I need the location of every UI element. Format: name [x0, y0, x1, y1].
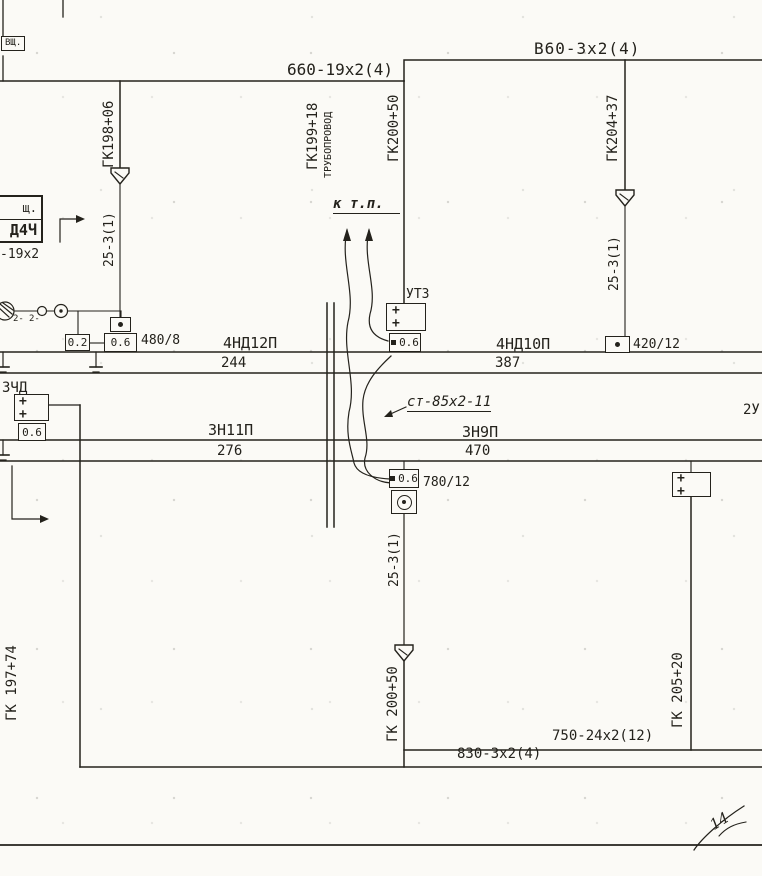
- left-edge-lines: [2, 0, 64, 82]
- panel-tag-box: ВЩ.: [1, 36, 26, 51]
- contact-box-480: [110, 317, 131, 332]
- pipe2-left-number: 276: [217, 443, 243, 459]
- km-label-gk200-top: ГК200+50: [386, 94, 402, 162]
- road-crossing-lines: [326, 302, 335, 528]
- km-label-gk199: ГК199+18: [305, 102, 321, 170]
- battery-box-utz: + +: [386, 303, 426, 331]
- pipe1-left-name: 4НД12П: [223, 334, 278, 352]
- pipe1-right-number: 387: [495, 355, 521, 371]
- pipe2-right-name: ЗН9П: [462, 423, 499, 441]
- cable-label-660: 660-19x2(4): [287, 60, 393, 79]
- tap-tag-2: 2-: [29, 314, 40, 324]
- cable-label-v60: В60-3x2(4): [534, 39, 641, 58]
- marker-square: [391, 340, 397, 345]
- rating-box-0-2: 0.2: [65, 334, 90, 351]
- rating-value: 0.6: [399, 336, 419, 349]
- pipe2-left-name: ЗН11П: [208, 421, 254, 439]
- contact-dot: [615, 342, 620, 347]
- signature-flourish: [693, 805, 747, 851]
- zchd-device-label: ЗЧД: [2, 380, 28, 396]
- device-label-780: 780/12: [423, 475, 470, 490]
- bottom-cable-lines: [79, 749, 762, 768]
- top-left-arrow: [59, 215, 85, 243]
- lamp-dot: [402, 500, 406, 504]
- km-marker-diamonds: [110, 167, 635, 663]
- left-title-block-bottom: Д4Ч: [0, 218, 41, 242]
- tap-tag-1: 2-: [13, 314, 24, 324]
- left-title-block: щ. Д4Ч: [0, 195, 43, 243]
- left-instrument-symbols: [0, 301, 69, 321]
- pipe2-right-number: 470: [465, 443, 491, 459]
- lamp-box-780: [391, 490, 417, 514]
- ground-symbols: [0, 351, 103, 461]
- km-label-gk197: ГК 197+74: [4, 645, 20, 721]
- st85-leader-arrow: [384, 406, 407, 417]
- rating-box-0-6-utz: 0.6: [389, 333, 421, 352]
- cable-label-750: 750-24x2(12): [552, 728, 654, 744]
- cable-label-25-3-right: 25-3(1): [607, 236, 622, 291]
- lamp-icon: [396, 494, 412, 510]
- cable-label-25-3-left: 25-3(1): [102, 212, 117, 267]
- utz-device-label: УТЗ: [406, 287, 430, 302]
- km-label-gk205: ГК 205+20: [670, 652, 686, 728]
- rating-box-0-6-zchd: 0.6: [18, 423, 46, 441]
- km-label-gk200-bottom: ГК 200+50: [385, 666, 401, 742]
- pipeline-row2-lines: [0, 439, 762, 462]
- field-cable-wavy-lines: [343, 228, 392, 484]
- zchd-feeder-line: [48, 404, 81, 768]
- pipeline-row1-lines: [0, 351, 762, 374]
- rating-box-0-6-left: 0.6: [104, 333, 137, 352]
- bottom-left-arrow: [11, 465, 49, 523]
- battery-box-zchd: + +: [14, 394, 49, 421]
- cable-label-25-3-mid: 25-3(1): [387, 532, 402, 587]
- battery-box-right: + +: [672, 472, 711, 498]
- km-label-gk198: ГК198+06: [101, 100, 117, 168]
- rating-box-0-6-780: 0.6: [389, 469, 419, 488]
- contact-box-420: [605, 336, 630, 353]
- left-title-block-top: щ.: [22, 200, 37, 215]
- left-cable-label: -19x2: [0, 247, 40, 262]
- pipeline-word-label: ТРУБОПРОВОД: [323, 111, 334, 178]
- station-85-label: ст-85x2-11: [407, 394, 492, 412]
- pipe2-edge-label: 2У: [743, 402, 760, 418]
- device-label-480: 480/8: [141, 333, 181, 348]
- pipe1-left-number: 244: [221, 355, 247, 371]
- marker-square: [390, 476, 396, 481]
- cable-label-830: 830-3x2(4): [457, 746, 542, 762]
- km-label-gk204: ГК204+37: [605, 94, 621, 162]
- top-cable-lines: [0, 59, 762, 82]
- rating-value: 0.6: [398, 472, 418, 485]
- to-substation-label: к т.п.: [333, 197, 400, 214]
- pipe1-right-name: 4НД10П: [496, 335, 551, 353]
- device-label-420: 420/12: [633, 337, 680, 352]
- contact-dot: [118, 322, 123, 327]
